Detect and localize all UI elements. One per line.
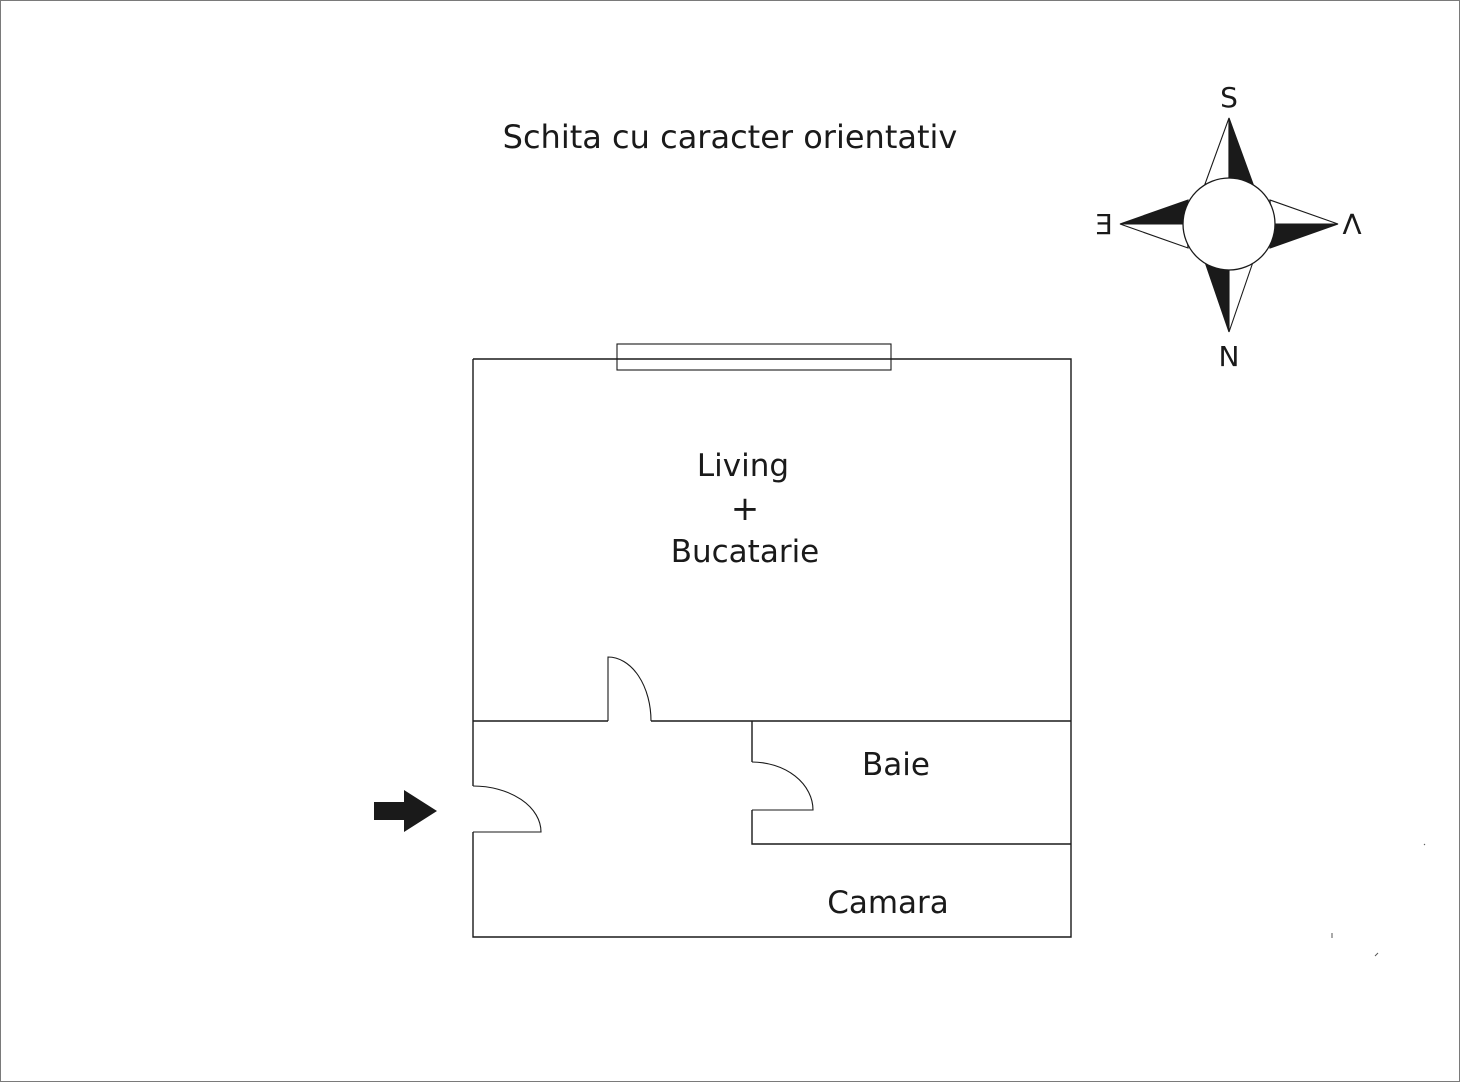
door-bathroom bbox=[751, 761, 814, 811]
compass-rose-icon bbox=[1119, 117, 1339, 333]
room-label-kitchen: Bucatarie bbox=[671, 534, 820, 570]
stray-marks bbox=[1331, 843, 1426, 957]
window bbox=[616, 343, 892, 371]
entrance-arrow-icon bbox=[374, 790, 437, 832]
room-label-bathroom: Baie bbox=[862, 747, 930, 783]
floor-plan-walls bbox=[472, 343, 1072, 938]
compass-label-bottom: N bbox=[1219, 340, 1240, 373]
compass-label-right: V bbox=[1342, 207, 1361, 240]
room-label-living: Living bbox=[697, 448, 789, 484]
compass-label-left: E bbox=[1095, 208, 1113, 241]
door-living bbox=[607, 656, 652, 722]
room-label-storage: Camara bbox=[827, 885, 949, 921]
room-label-plus: + bbox=[731, 489, 760, 529]
compass-label-top: S bbox=[1220, 81, 1238, 114]
diagram-title: Schita cu caracter orientativ bbox=[503, 118, 958, 156]
door-entrance bbox=[472, 785, 542, 833]
